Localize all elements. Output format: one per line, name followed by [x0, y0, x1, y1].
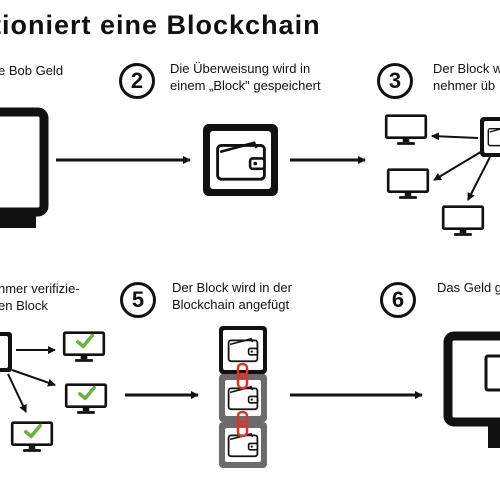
- wallet-icon: [219, 374, 267, 422]
- arrow-icon: [11, 369, 56, 387]
- arrow-icon: [431, 132, 479, 141]
- arrow-icon: [467, 156, 491, 201]
- arrow-icon: [7, 373, 27, 413]
- wallet-icon: [219, 422, 267, 468]
- wallet-icon: [480, 117, 500, 157]
- step6-text: Das Geld g: [437, 280, 500, 295]
- step2-text: Die Überweisung wird in einem „Block" ge…: [170, 61, 321, 93]
- page-title: tioniert eine Blockchain: [0, 10, 321, 40]
- wallet-icon: [0, 332, 12, 372]
- wallet-icon: [203, 124, 278, 196]
- chain-link-icon: [236, 362, 249, 390]
- step6-number: 6: [380, 282, 416, 318]
- computer-icon: [0, 107, 49, 228]
- computer-icon: [443, 331, 500, 448]
- step4-text: hmer verifizie- en Block: [0, 281, 80, 313]
- step3-text: Der Block w nehmer üb: [433, 61, 500, 93]
- wallet-icon: [219, 326, 267, 374]
- step5-text: Der Block wird in der Blockchain angefüg…: [172, 280, 292, 312]
- step1-text: e Bob Geld: [0, 63, 64, 78]
- chain-link-icon: [236, 410, 249, 438]
- step2-number: 2: [119, 63, 155, 99]
- step3-number: 3: [377, 63, 413, 99]
- computer-icon: [441, 205, 485, 238]
- computer-icon: [386, 168, 430, 201]
- arrow-icon: [433, 149, 485, 181]
- step5-number: 5: [120, 282, 156, 318]
- computer-icon: [384, 114, 428, 147]
